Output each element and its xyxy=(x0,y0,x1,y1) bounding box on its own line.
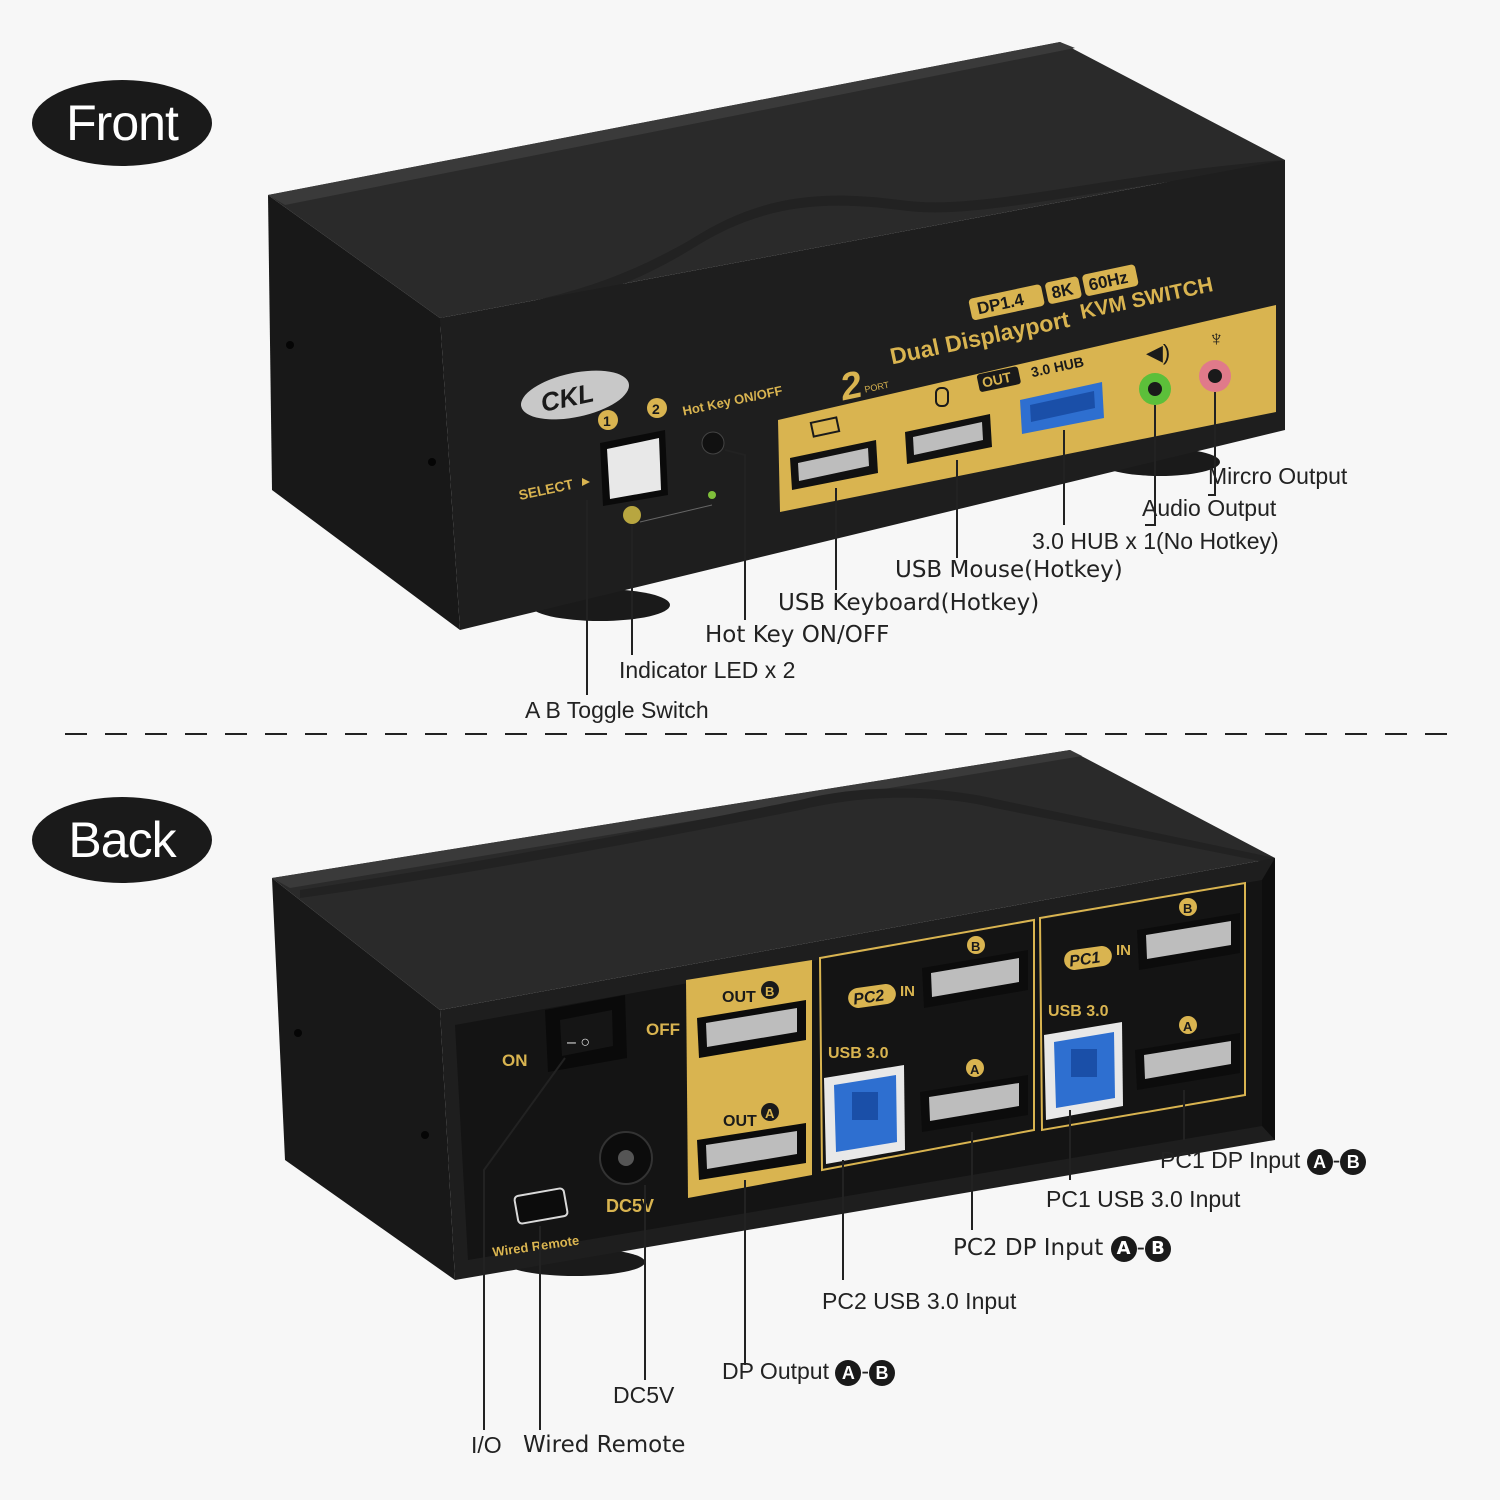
mouse-icon xyxy=(935,387,949,407)
pc2-usb-label: USB 3.0 xyxy=(828,1045,889,1062)
callout-wired-remote: Wired Remote xyxy=(523,1432,686,1458)
front-device-illustration: DP1.4 8K 60Hz KVM SWITCH Dual Displaypor… xyxy=(268,42,1285,695)
power-switch[interactable] xyxy=(560,1010,613,1056)
pc2-group xyxy=(818,918,1035,1172)
ab-toggle-switch[interactable] xyxy=(607,438,661,499)
pc1-label: PC1 xyxy=(1068,949,1101,970)
switch-off-label: OFF xyxy=(646,1020,680,1039)
ckl-logo xyxy=(521,370,629,420)
callout-hotkey: Hot Key ON/OFF xyxy=(705,622,890,648)
channel-1-number: 1 xyxy=(603,413,611,429)
pc1-group xyxy=(1038,881,1246,1132)
out-badge: OUT xyxy=(981,369,1014,391)
callout-dp-output: DP Output A-B xyxy=(722,1358,896,1386)
back-section-label: Back xyxy=(68,812,176,868)
svg-text:B: B xyxy=(971,939,980,954)
svg-text:B: B xyxy=(1183,901,1192,916)
pc1-usb-label: USB 3.0 xyxy=(1048,1003,1109,1020)
speaker-icon: ◀) xyxy=(1146,340,1170,365)
wired-remote-port[interactable] xyxy=(513,1187,569,1225)
callout-toggle: A B Toggle Switch xyxy=(525,697,709,723)
callout-indicator: Indicator LED x 2 xyxy=(619,657,796,683)
callout-io: I/O xyxy=(471,1432,502,1458)
callout-hub: 3.0 HUB x 1(No Hotkey) xyxy=(1032,528,1279,554)
svg-text:A: A xyxy=(970,1062,980,1077)
callout-audio-output: Audio Output xyxy=(1142,495,1277,521)
svg-text:B: B xyxy=(765,984,774,999)
out-a-label: OUT xyxy=(723,1113,757,1130)
callout-pc1-usb: PC1 USB 3.0 Input xyxy=(1046,1186,1241,1212)
callout-keyboard: USB Keyboard(Hotkey) xyxy=(778,590,1040,616)
back-section-badge: Back xyxy=(32,797,212,883)
switch-on-label: ON xyxy=(502,1051,528,1070)
front-section-badge: Front xyxy=(32,80,212,166)
pc1-in-label: IN xyxy=(1116,942,1131,959)
pc2-in-label: IN xyxy=(900,983,915,1000)
channel-2-number: 2 xyxy=(652,401,660,417)
back-device-illustration: – ○ ON OFF DC5V Wired Remote OUT B OUT A… xyxy=(272,750,1275,1430)
svg-text:– ○: – ○ xyxy=(567,1034,590,1051)
section-divider xyxy=(65,733,1460,735)
callout-pc2-dp: PC2 DP Input A-B xyxy=(953,1235,1171,1262)
indicator-led-1 xyxy=(623,506,641,524)
hotkey-button[interactable] xyxy=(701,431,725,455)
callout-micro-output: Mircro Output xyxy=(1208,463,1348,489)
out-b-label: OUT xyxy=(722,989,756,1006)
microphone-icon: ♆ xyxy=(1208,326,1225,351)
spec-8k: 8K xyxy=(1050,279,1076,302)
callout-mouse: USB Mouse(Hotkey) xyxy=(895,557,1123,583)
keyboard-icon xyxy=(809,416,841,438)
indicator-led-2 xyxy=(708,491,716,499)
callout-pc1-dp: PC1 DP Input A-B xyxy=(1160,1147,1367,1175)
front-section-label: Front xyxy=(66,95,179,151)
svg-text:A: A xyxy=(765,1106,775,1121)
callout-dc5v: DC5V xyxy=(613,1382,675,1408)
svg-text:A: A xyxy=(1183,1019,1193,1034)
pc2-label: PC2 xyxy=(852,987,885,1008)
callout-pc2-usb: PC2 USB 3.0 Input xyxy=(822,1288,1017,1314)
dc5v-panel-label: DC5V xyxy=(606,1196,654,1216)
